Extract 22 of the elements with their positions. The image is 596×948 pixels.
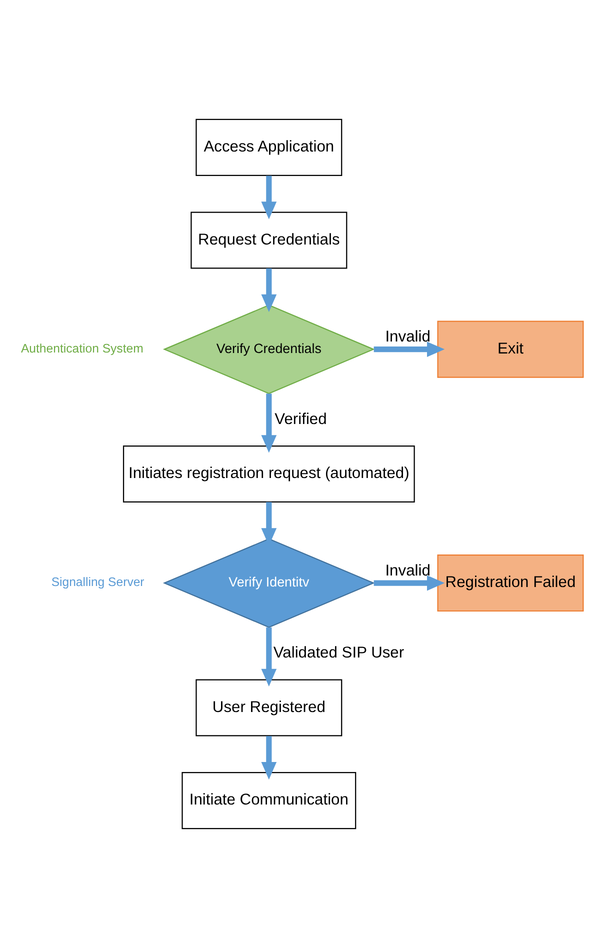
- node-diamond: Verify Credentials: [162, 304, 375, 394]
- edge-label: Verified: [274, 410, 327, 428]
- arrow: [261, 627, 277, 686]
- node-diamond: Verify Identitv: [162, 538, 375, 628]
- edge-label: Invalid: [385, 562, 430, 580]
- node-box: Initiate Communication: [182, 772, 356, 830]
- edge-label: Invalid: [385, 328, 430, 346]
- node-box: Registration Failed: [437, 554, 584, 612]
- node-box: Request Credentials: [190, 212, 348, 269]
- node-box: User Registered: [196, 679, 342, 736]
- arrow: [374, 342, 445, 357]
- arrow: [374, 575, 445, 591]
- arrow: [261, 736, 277, 780]
- node-box: Initiates registration request (automated): [122, 445, 415, 503]
- arrow: [261, 394, 277, 453]
- node-label: Authentication System: [20, 341, 144, 356]
- node-label: Signalling Server: [51, 575, 144, 590]
- node-box: Access Application: [196, 118, 342, 176]
- node-box: Exit: [437, 320, 584, 378]
- arrow: [261, 176, 277, 220]
- edge-label: Validated SIP User: [273, 644, 404, 662]
- arrow: [261, 268, 277, 312]
